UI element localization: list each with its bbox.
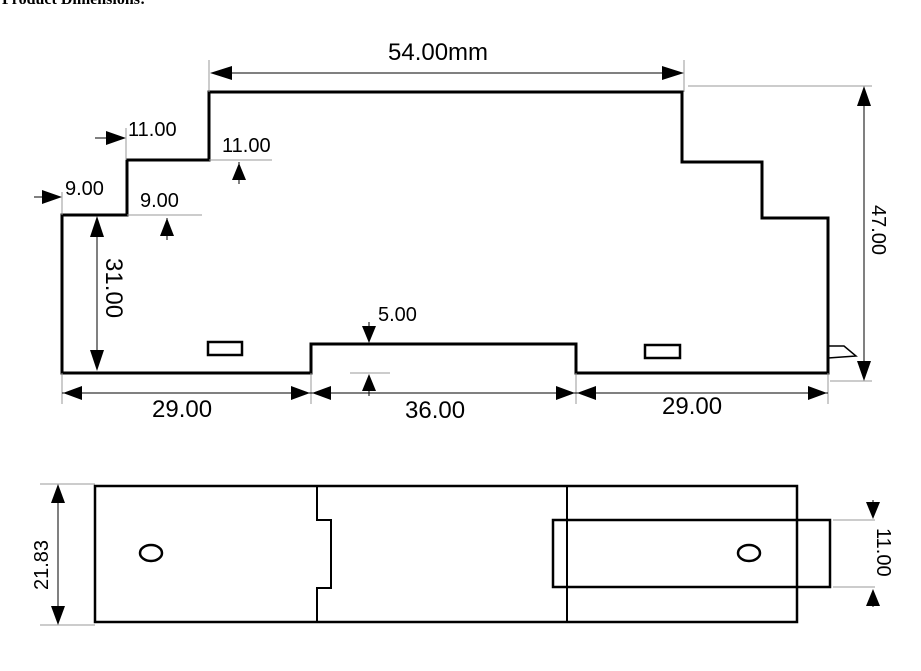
dim-step1-vertical-label: 11.00 [222, 135, 271, 157]
left-hole [138, 543, 164, 563]
dim-top-width: 54.00mm [208, 39, 685, 92]
right-slot [643, 343, 682, 360]
dim-bottom-right-label: 29.00 [662, 393, 722, 420]
right-hole [736, 543, 762, 563]
dim-left-height-label: 31.00 [100, 258, 127, 318]
dim-step1-horizontal: 11.00 [95, 119, 177, 160]
dim-notch-depth-label: 5.00 [378, 304, 417, 326]
dim-top-view-width: 21.83 [31, 483, 95, 626]
dim-notch-depth: 5.00 [350, 304, 417, 396]
dim-step2-horizontal: 9.00 [34, 178, 104, 215]
dim-total-height: 47.00 [688, 85, 889, 382]
dim-step1-vertical: 11.00 [209, 135, 272, 184]
dim-top-view-width-label: 21.83 [31, 540, 53, 590]
dim-bottom-middle-label: 36.00 [405, 397, 465, 424]
dim-total-height-label: 47.00 [867, 205, 889, 255]
side-clip [827, 345, 858, 359]
dim-step2-vertical: 9.00 [127, 190, 202, 240]
dim-step2-horizontal-label: 9.00 [65, 178, 104, 200]
dim-clip-width-label: 11.00 [872, 528, 894, 577]
top-view-outline [93, 484, 799, 624]
dim-bottom-left-label: 29.00 [152, 396, 212, 423]
top-view-divider-left [316, 486, 332, 622]
dim-step1-horizontal-label: 11.00 [128, 119, 177, 141]
dim-step2-vertical-label: 9.00 [140, 190, 179, 212]
top-view-clip [551, 518, 832, 589]
dim-bottom-row: 29.00 36.00 29.00 [61, 373, 829, 424]
dim-top-width-label: 54.00mm [388, 39, 488, 66]
page-heading: Product Dimensions: [2, 0, 145, 9]
dim-left-height: 31.00 [90, 216, 127, 371]
left-slot [206, 340, 244, 357]
side-view-outline [60, 90, 830, 375]
dim-clip-width: 11.00 [833, 500, 894, 607]
